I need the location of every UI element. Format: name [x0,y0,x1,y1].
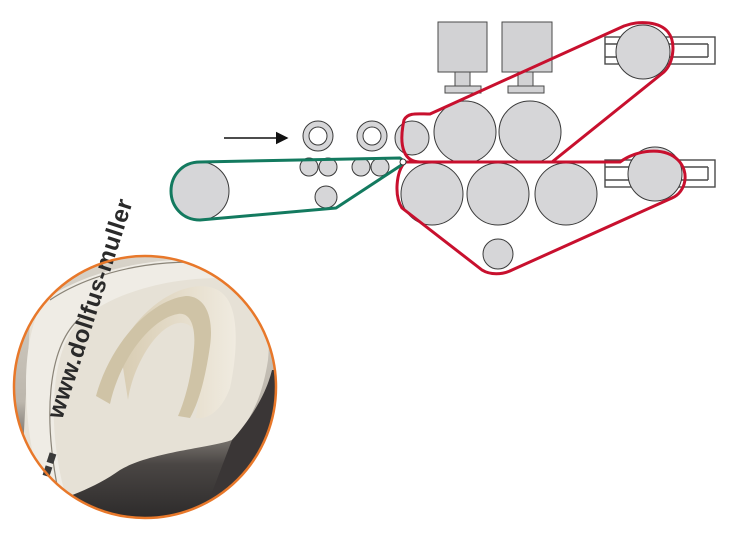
pressing-unit-left [437,21,488,94]
feed-roller-1 [299,157,319,177]
tension-roller-top [615,24,671,80]
roller-group [170,24,683,270]
press-roller-bottom-3 [534,162,598,226]
return-roller-bottom [482,238,514,270]
guide-roller-top-small [394,120,430,156]
felt-belt-lower [395,149,687,276]
belt-photo [14,256,276,518]
press-roller-top-1 [433,100,497,164]
press-roller-bottom-2 [466,162,530,226]
tension-roller-bottom [627,146,683,202]
ring-roller-left [302,120,334,152]
ring-roller-right [356,120,388,152]
nip-point [399,158,407,166]
felt-belt-upper [400,21,675,164]
feed-roller-3 [351,157,371,177]
feed-belt [169,156,407,222]
press-roller-top-2 [498,100,562,164]
pressing-unit-right [501,21,553,94]
feed-roller-lower [314,185,338,209]
photo-border [12,254,278,520]
belt-print-logo [42,452,57,477]
